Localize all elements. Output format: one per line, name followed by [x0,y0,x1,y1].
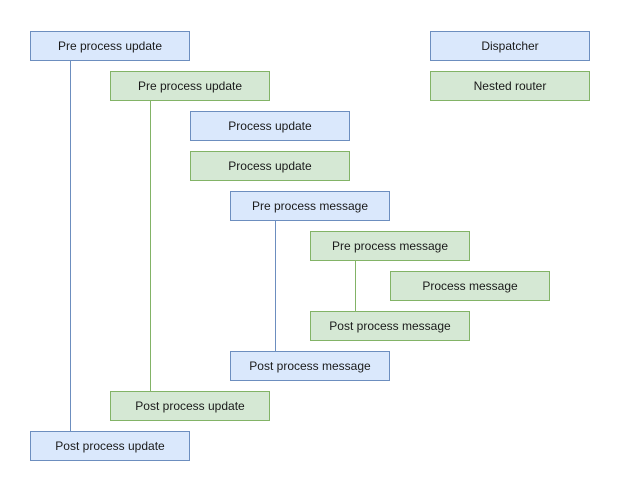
node-post-process-update-dispatcher[interactable]: Post process update [30,431,190,461]
node-process-update-router[interactable]: Process update [190,151,350,181]
connector-dispatcher-3 [275,221,276,351]
node-pre-process-message-router[interactable]: Pre process message [310,231,470,261]
node-label: Post process message [329,319,451,333]
node-post-process-message-router[interactable]: Post process message [310,311,470,341]
node-post-process-update-router[interactable]: Post process update [110,391,270,421]
legend-item-label: Nested router [473,79,547,93]
node-pre-process-update-router[interactable]: Pre process update [110,71,270,101]
node-label: Post process message [249,359,371,373]
node-process-message-router[interactable]: Process message [390,271,550,301]
node-process-update-dispatcher[interactable]: Process update [190,111,350,141]
node-label: Pre process message [331,239,449,253]
legend-item-nested-router[interactable]: Nested router [430,71,590,101]
node-post-process-message-dispatcher[interactable]: Post process message [230,351,390,381]
node-label: Process update [228,159,312,173]
node-label: Post process update [55,439,165,453]
node-label: Pre process message [251,199,369,213]
node-pre-process-message-dispatcher[interactable]: Pre process message [230,191,390,221]
legend-item-label: Dispatcher [481,39,539,53]
node-pre-process-update-dispatcher[interactable]: Pre process update [30,31,190,61]
node-label: Process update [228,119,312,133]
node-label: Pre process update [57,39,163,53]
node-label: Process message [422,279,518,293]
node-label: Pre process update [137,79,243,93]
connector-dispatcher-1 [70,61,71,431]
legend-item-dispatcher[interactable]: Dispatcher [430,31,590,61]
connector-router-2 [150,101,151,391]
connector-router-4 [355,261,356,311]
node-label: Post process update [135,399,245,413]
